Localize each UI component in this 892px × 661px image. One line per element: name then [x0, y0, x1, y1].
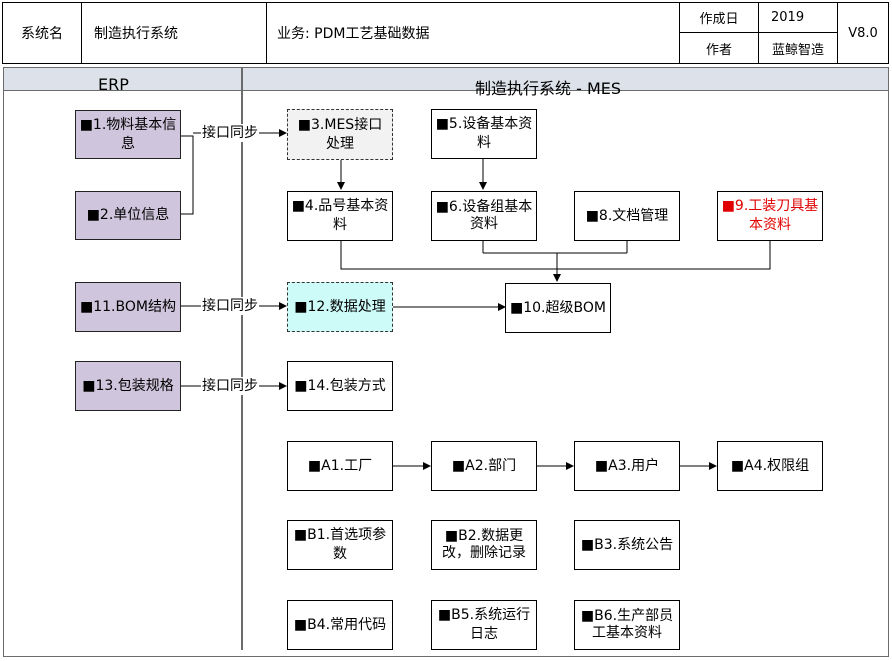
date-label: 作成日 [699, 12, 739, 27]
box-label: ■4.品号基本资料 [291, 198, 389, 233]
box-unit-info[interactable]: ■2.单位信息 [75, 191, 181, 240]
box-label: ■1.物料基本信息 [79, 116, 177, 152]
author-label-cell: 作者 [679, 32, 759, 64]
box-label: ■12.数据处理 [294, 298, 386, 315]
box-label: ■A4.权限组 [730, 457, 810, 474]
lane-divider [241, 68, 243, 650]
box-label: ■13.包装规格 [82, 377, 174, 394]
box-tooling-basic[interactable]: ■9.工装刀具基本资料 [717, 191, 823, 241]
box-packaging-method[interactable]: ■14.包装方式 [287, 361, 393, 411]
business-title: 业务: PDM工艺基础数据 [277, 26, 430, 42]
date-value: 2019 [771, 10, 805, 25]
box-label: ■11.BOM结构 [80, 298, 176, 315]
system-label-cell: 系统名 [2, 2, 82, 64]
sync-label-1: 接口同步 [201, 124, 259, 142]
box-user[interactable]: ■A3.用户 [574, 441, 680, 491]
system-name-cell: 制造执行系统 [81, 2, 267, 64]
box-item-basic[interactable]: ■4.品号基本资料 [287, 191, 393, 241]
author-label: 作者 [705, 42, 732, 58]
mes-lane-title: 制造执行系统 - MES [475, 79, 622, 98]
box-label: ■14.包装方式 [294, 377, 386, 394]
header-table: 系统名 制造执行系统 业务: PDM工艺基础数据 作成日 2019 作者 蓝鲸智… [0, 0, 892, 66]
date-value-cell: 2019 [758, 2, 838, 33]
box-preferences[interactable]: ■B1.首选项参数 [287, 520, 393, 570]
box-label: ■6.设备组基本资料 [435, 199, 533, 232]
box-label: ■A1.工厂 [307, 457, 373, 474]
swimlane-title-bar [4, 68, 888, 91]
box-system-notice[interactable]: ■B3.系统公告 [574, 520, 680, 570]
box-document-mgmt[interactable]: ■8.文档管理 [574, 191, 680, 241]
box-label: ■B2.数据更改，删除记录 [442, 528, 526, 561]
box-common-codes[interactable]: ■B4.常用代码 [287, 600, 393, 650]
box-label: ■B1.首选项参数 [293, 527, 387, 562]
box-super-bom[interactable]: ■10.超级BOM [505, 283, 611, 333]
box-equipment-group[interactable]: ■6.设备组基本资料 [431, 191, 537, 241]
box-label: ■2.单位信息 [86, 207, 170, 223]
author-value: 蓝鲸智造 [771, 42, 824, 58]
box-label: ■5.设备基本资料 [435, 116, 533, 151]
box-permission-group[interactable]: ■A4.权限组 [717, 441, 823, 491]
date-label-cell: 作成日 [679, 2, 759, 33]
sync-label-3: 接口同步 [201, 377, 259, 395]
box-label: ■B5.系统运行日志 [437, 607, 531, 642]
box-production-staff[interactable]: ■B6.生产部员工基本资料 [574, 600, 680, 650]
box-department[interactable]: ■A2.部门 [431, 441, 537, 491]
box-packaging-spec[interactable]: ■13.包装规格 [75, 361, 181, 411]
system-label: 系统名 [21, 26, 63, 42]
business-cell: 业务: PDM工艺基础数据 [266, 2, 680, 64]
system-name: 制造执行系统 [94, 26, 178, 42]
box-label: ■B3.系统公告 [580, 536, 674, 553]
box-label: ■A3.用户 [594, 457, 660, 474]
box-label: ■B6.生产部员工基本资料 [580, 608, 674, 641]
box-label: ■10.超级BOM [510, 299, 606, 316]
box-data-change-log[interactable]: ■B2.数据更改，删除记录 [431, 520, 537, 570]
box-mes-interface[interactable]: ■3.MES接口处理 [287, 109, 393, 160]
version-cell: V8.0 [837, 2, 889, 64]
box-label: ■B4.常用代码 [293, 616, 387, 633]
box-label: ■9.工装刀具基本资料 [721, 198, 819, 233]
box-data-processing[interactable]: ■12.数据处理 [287, 282, 393, 332]
box-factory[interactable]: ■A1.工厂 [287, 441, 393, 491]
box-label: ■8.文档管理 [585, 207, 669, 224]
box-material-info[interactable]: ■1.物料基本信息 [75, 110, 181, 159]
box-label: ■3.MES接口处理 [297, 116, 383, 152]
box-label: ■A2.部门 [451, 457, 517, 474]
sync-label-2: 接口同步 [201, 297, 259, 315]
author-value-cell: 蓝鲸智造 [758, 32, 838, 64]
box-bom-structure[interactable]: ■11.BOM结构 [75, 282, 181, 332]
version: V8.0 [848, 25, 878, 41]
erp-lane-title: ERP [98, 75, 129, 94]
box-equipment-basic[interactable]: ■5.设备基本资料 [431, 109, 537, 159]
box-system-run-log[interactable]: ■B5.系统运行日志 [431, 600, 537, 650]
